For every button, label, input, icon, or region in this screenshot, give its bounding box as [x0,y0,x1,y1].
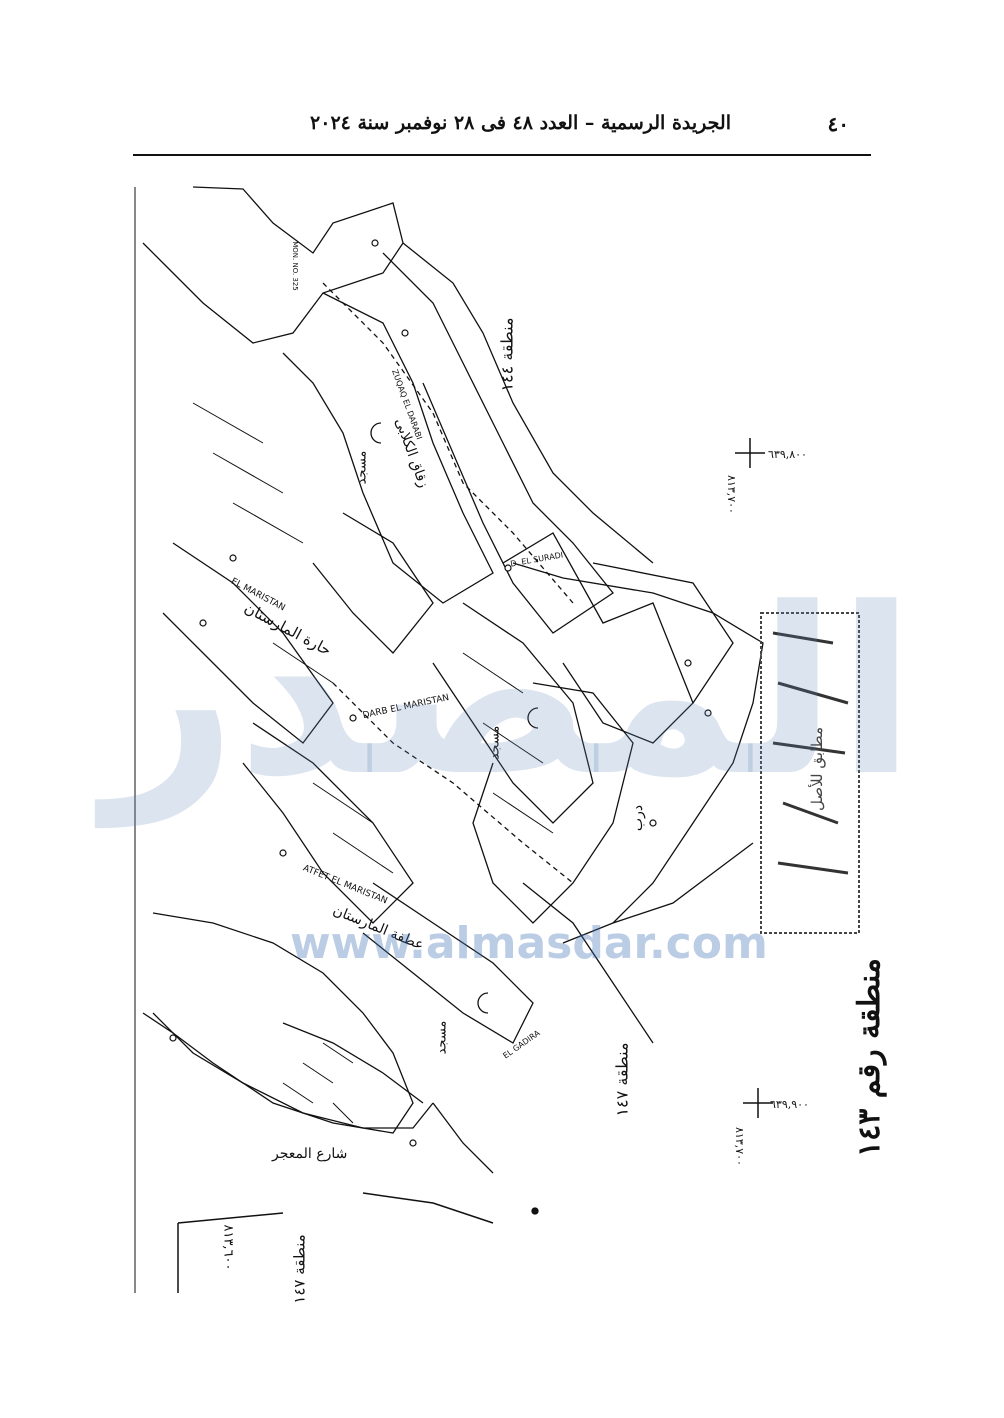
lower-left-block [177,1212,284,1293]
block-7 [242,722,414,924]
mosque-crescent-1 [370,422,382,444]
zone-144-label: منطقة ١٤٤ [497,317,517,392]
stamp-scribbles [772,631,849,875]
street-muizz-outer [152,1012,434,1129]
street-south [432,1102,494,1174]
coord-bottom-north: ٨١٣,٧٠٠ [732,1127,746,1166]
street-markers [169,239,712,1147]
street-south-east [562,842,754,944]
gazette-title: الجريدة الرسمية – العدد ٤٨ فى ٢٨ نوفمبر … [310,112,731,134]
coord-bottom-east: ٦٣٩,٩٠٠ [770,1098,809,1111]
dashed-boundary-1 [322,282,574,604]
block-2 [282,292,494,604]
darb-arabic: درب [630,804,647,832]
seal-stamp [760,612,860,934]
crosshair-bottom [743,1088,773,1118]
coord-top-north: ٨١٣,٧٠٠ [724,475,738,514]
block-9 [362,882,534,1044]
lower-block-line [362,1192,494,1224]
point-marker [531,1207,539,1215]
block-4 [432,602,594,824]
street-edge-darabi [382,252,614,634]
street-darabi [402,242,654,564]
block-8 [592,562,734,704]
street-muizz-inner [282,1022,424,1104]
region-title: منطقة رقم ١٤٣ [852,957,888,1158]
mosque-label-1: مسجد [354,450,370,485]
street-east [512,562,764,924]
block-6 [162,542,334,744]
street-gadira [522,882,654,1044]
mosque-crescent-2 [527,707,539,729]
mosque-crescent-3 [477,992,489,1014]
parcel-lines [192,402,554,874]
mosque-label-3: مسجد [434,1020,450,1055]
street-muizz-label: شارع المعجر [272,1146,348,1162]
coord-lower-left: ٨١٣,٦٠٠ [220,1224,236,1271]
block-1 [142,186,404,344]
header-rule [133,154,871,156]
crosshair-top [735,438,765,468]
block-3 [502,532,694,744]
monument-number-label: MON. NO. 325 [290,241,299,291]
block-10 [142,912,414,1134]
map-svg [134,186,860,1293]
dashed-boundary-2 [332,682,574,884]
mosque-label-2: مسجد [487,725,503,760]
coord-top-east: ٦٣٩,٨٠٠ [768,448,807,461]
stamp-text: مطابق للأصل [807,727,826,811]
block-5 [312,512,434,654]
page-header: الجريدة الرسمية – العدد ٤٨ فى ٢٨ نوفمبر … [133,112,871,152]
zone-147-label-a: منطقة ١٤٧ [612,1042,632,1117]
zone-147-label-b: منطقة ١٤٧ [290,1234,309,1304]
page-number: ٤٠ [827,112,849,136]
cadastral-map [133,183,873,1303]
block-mosque-main [472,682,634,924]
parcel-lines-south [282,1042,354,1124]
